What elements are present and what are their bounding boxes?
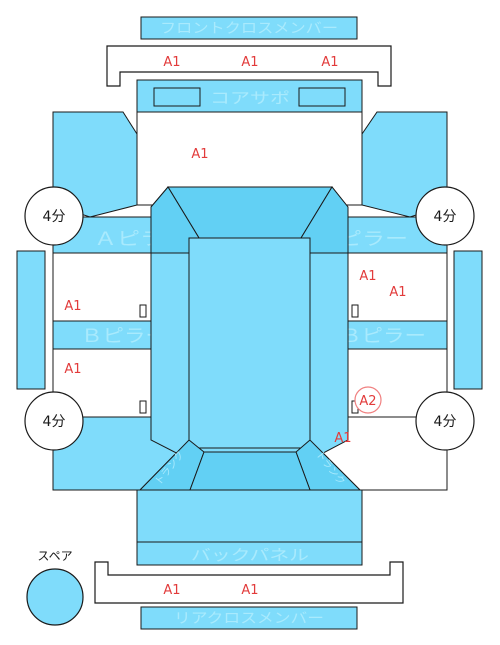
left-rear-door-marker bbox=[139, 400, 147, 414]
rear-right-wheel: 4分 bbox=[415, 391, 475, 451]
damage-mark-front-cross-1: A1 bbox=[163, 55, 180, 70]
front-right-wheel: 4分 bbox=[415, 186, 475, 246]
rear-cross-member-bracket bbox=[94, 561, 404, 604]
damage-mark-left-rear-door: A1 bbox=[64, 362, 81, 377]
front-right-wheel-label: 4分 bbox=[434, 209, 457, 225]
front-left-wheel: 4分 bbox=[24, 186, 84, 246]
left-rocker-panel bbox=[16, 250, 46, 390]
left-front-door-area bbox=[52, 252, 152, 322]
rear-left-wheel-label: 4分 bbox=[43, 414, 66, 430]
core-support-left-box bbox=[153, 87, 201, 107]
rear-deck-panel bbox=[136, 489, 363, 543]
core-support-label: コアサポ bbox=[210, 89, 290, 107]
damage-mark-right-front-door-2: A1 bbox=[389, 285, 406, 300]
damage-mark-left-front-door: A1 bbox=[64, 299, 81, 314]
rear-right-wheel-label: 4分 bbox=[434, 414, 457, 430]
rear-cross-member-panel bbox=[140, 606, 358, 630]
front-cross-member-label: フロントクロスメンバー bbox=[160, 21, 338, 37]
rear-window bbox=[189, 451, 311, 491]
damage-mark-front-cross-2: A1 bbox=[241, 55, 258, 70]
damage-mark-rear-cross-1: A1 bbox=[163, 583, 180, 598]
rear-cross-member-label: リアクロスメンバー bbox=[174, 611, 324, 627]
damage-mark-a2-ring bbox=[354, 386, 382, 414]
spare-tire bbox=[26, 568, 84, 626]
damage-mark-right-rear-door: A2 bbox=[359, 394, 376, 409]
back-panel-label: バックパネル bbox=[191, 546, 309, 564]
core-support-panel bbox=[136, 79, 363, 113]
right-front-door-marker bbox=[351, 304, 359, 318]
roof-center bbox=[188, 237, 311, 449]
right-b-pillar-label: Ｂピラー bbox=[340, 326, 426, 347]
back-panel bbox=[136, 541, 363, 566]
left-front-door-marker bbox=[139, 304, 147, 318]
left-b-pillar-label: Ｂピラー bbox=[81, 326, 167, 347]
spare-label: スペア bbox=[37, 549, 72, 563]
damage-mark-rear-cross-2: A1 bbox=[241, 583, 258, 598]
damage-mark-front-cross-3: A1 bbox=[321, 55, 338, 70]
damage-marks: A1 A1 A1 A1 A1 A1 A1 A1 A2 A1 A1 A1 bbox=[64, 55, 406, 598]
right-rocker-panel bbox=[453, 250, 483, 390]
core-support-right-box bbox=[298, 87, 346, 107]
damage-mark-front-body: A1 bbox=[191, 147, 208, 162]
front-left-wheel-label: 4分 bbox=[43, 209, 66, 225]
rear-left-wheel: 4分 bbox=[24, 391, 84, 451]
front-cross-member-panel bbox=[140, 16, 358, 40]
damage-mark-right-rear-quarter: A1 bbox=[334, 431, 351, 446]
damage-mark-right-front-door-1: A1 bbox=[359, 269, 376, 284]
front-cross-member-bracket bbox=[106, 45, 392, 87]
